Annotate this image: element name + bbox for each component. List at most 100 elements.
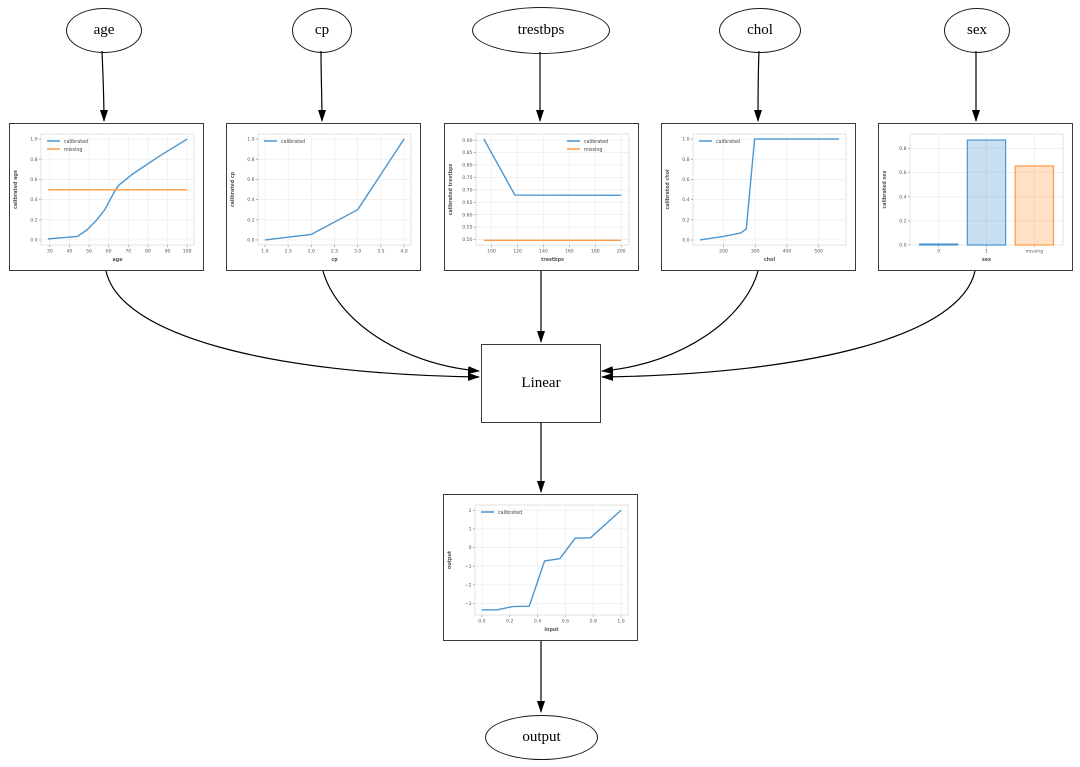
y-tick-label: 0.0 xyxy=(30,238,37,244)
legend-label-calibrated: calibrated xyxy=(498,510,522,516)
node-age: age xyxy=(66,8,142,53)
x-tick-label: 30 xyxy=(47,249,53,255)
y-tick-label: 0.2 xyxy=(30,217,37,223)
edge-age-calibrator-to-linear xyxy=(105,270,480,381)
y-tick-label: 0.8 xyxy=(30,157,37,163)
x-tick-label: 2.5 xyxy=(331,249,338,255)
y-tick-label: 0.60 xyxy=(462,212,472,218)
y-tick-label: 0.6 xyxy=(899,170,906,176)
node-sex-label: sex xyxy=(967,22,987,38)
y-tick-label: 0.4 xyxy=(899,194,906,200)
edge-age-to-calibrator xyxy=(99,50,108,122)
x-tick-label: 500 xyxy=(814,249,823,255)
x-tick-label: 0.0 xyxy=(478,619,485,625)
x-tick-label: 100 xyxy=(487,249,496,255)
y-tick-label: 1.0 xyxy=(682,137,689,143)
y-tick-label: 1.0 xyxy=(30,137,37,143)
y-tick-label: 0.80 xyxy=(462,163,472,169)
node-linear: Linear xyxy=(481,344,601,423)
y-tick-label: 0.2 xyxy=(899,218,906,224)
legend-label-calibrated: calibrated xyxy=(64,139,88,145)
y-tick-label: 0.8 xyxy=(682,157,689,163)
x-tick-label: 300 xyxy=(751,249,760,255)
y-tick-label: 0.90 xyxy=(462,138,472,144)
y-tick-label: 0.0 xyxy=(247,238,254,244)
edge-chol-calibrator-to-linear xyxy=(601,270,759,375)
series-calibrated-line xyxy=(264,138,405,241)
y-tick-label: 2 xyxy=(469,508,472,514)
y-axis-label: output xyxy=(447,550,453,569)
x-tick-label: 120 xyxy=(513,249,522,255)
node-linear-label: Linear xyxy=(521,375,561,391)
x-tick-label: 0.6 xyxy=(562,619,569,625)
plot-area xyxy=(692,133,847,246)
x-tick-label: 4.0 xyxy=(400,249,407,255)
y-tick-label: 0.6 xyxy=(682,177,689,183)
series-calibrated-line xyxy=(483,138,622,197)
x-axis-label: chol xyxy=(764,257,776,263)
x-tick-label: 70 xyxy=(125,249,131,255)
node-chol: chol xyxy=(719,8,801,53)
x-axis-label: cp xyxy=(331,258,338,263)
x-tick-label: 200 xyxy=(719,249,728,255)
y-tick-label: 1 xyxy=(469,526,472,532)
x-tick-label: 180 xyxy=(591,249,600,255)
bar-missing xyxy=(1014,165,1055,246)
x-axis-label: trestbps xyxy=(541,257,564,263)
x-tick-label: 140 xyxy=(539,249,548,255)
y-axis-label: calibrated cp xyxy=(230,171,236,207)
x-tick-label: 40 xyxy=(67,249,73,255)
y-tick-label: 0.2 xyxy=(682,217,689,223)
y-tick-label: 0.4 xyxy=(247,197,254,203)
y-axis-label: calibrated chol xyxy=(665,169,671,210)
x-axis-label: sex xyxy=(982,258,992,263)
y-tick-label: 0.0 xyxy=(899,243,906,249)
y-axis-label: calibrated trestbps xyxy=(448,163,454,215)
y-tick-label: 0.6 xyxy=(247,177,254,183)
x-tick-label: 80 xyxy=(145,249,151,255)
bar-1 xyxy=(966,139,1007,246)
y-tick-label: 0.75 xyxy=(462,175,472,181)
plot-area xyxy=(475,133,630,246)
y-tick-label: −3 xyxy=(465,601,472,607)
legend-label-missing: missing xyxy=(64,147,82,153)
y-tick-label: 0.70 xyxy=(462,187,472,193)
node-trestbps-label: trestbps xyxy=(517,22,565,38)
y-tick-label: 0.8 xyxy=(247,157,254,163)
x-tick-label: 400 xyxy=(783,249,792,255)
node-sex: sex xyxy=(944,8,1010,53)
node-output-label: output xyxy=(522,729,561,745)
series-calibrated-line xyxy=(47,138,188,240)
edge-sex-calibrator-to-linear xyxy=(601,270,976,381)
series-calibrated-line xyxy=(481,509,622,611)
y-tick-label: 0.85 xyxy=(462,150,472,156)
y-tick-label: 0.65 xyxy=(462,200,472,206)
x-tick-label: 1.0 xyxy=(617,619,624,625)
node-chol-label: chol xyxy=(747,22,773,38)
x-tick-label: 0.2 xyxy=(506,619,513,625)
node-age-label: age xyxy=(93,22,115,38)
y-tick-label: 0.2 xyxy=(247,217,254,223)
x-tick-label: 1.0 xyxy=(261,249,268,255)
x-tick-label: 0 xyxy=(937,249,940,255)
x-tick-label: 160 xyxy=(565,249,574,255)
x-tick-label: 90 xyxy=(165,249,171,255)
y-axis-label: calibrated age xyxy=(13,169,19,209)
x-tick-label: 1.5 xyxy=(284,249,291,255)
x-tick-label: 3.5 xyxy=(377,249,384,255)
x-tick-label: 1 xyxy=(985,249,988,255)
edge-chol-to-calibrator xyxy=(754,50,763,122)
y-tick-label: −2 xyxy=(465,582,472,588)
y-tick-label: 0.6 xyxy=(30,177,37,183)
legend-label-calibrated: calibrated xyxy=(716,139,740,145)
edge-cp-calibrator-to-linear xyxy=(322,270,480,375)
edge-cp-to-calibrator xyxy=(317,50,326,122)
